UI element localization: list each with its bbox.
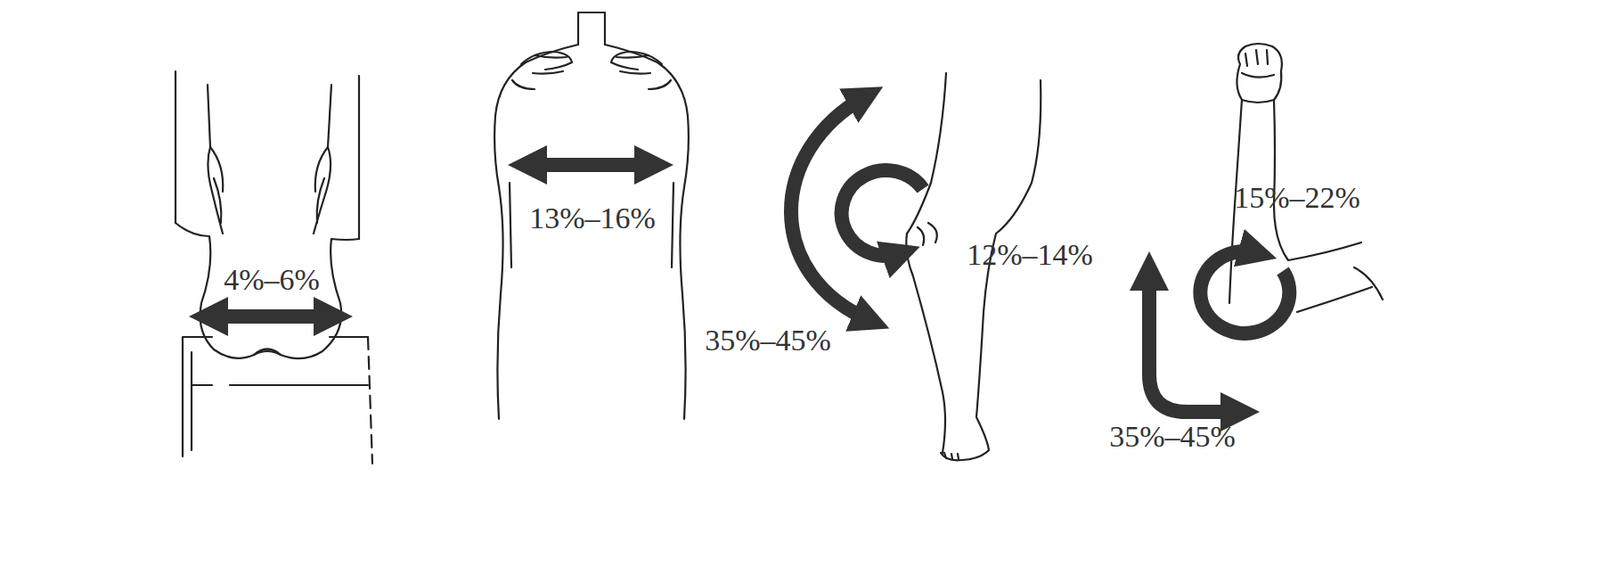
- hand-outline: [210, 146, 223, 223]
- leg-outline: [940, 80, 1041, 460]
- toe-outline: [944, 452, 959, 459]
- hand-outline: [611, 51, 671, 90]
- leg-outline: [906, 73, 947, 234]
- flexion-arrow: [791, 96, 872, 321]
- neck-outline: [578, 12, 605, 45]
- seat-outline: [182, 336, 368, 457]
- pelvis-outline: [175, 222, 360, 359]
- arm-outline: [207, 84, 223, 234]
- seat-outline: [367, 336, 373, 464]
- percentage-label: 35%–45%: [1109, 421, 1236, 452]
- percentage-label: 15%–22%: [1233, 182, 1361, 213]
- upper-arm-outline: [1297, 267, 1383, 312]
- width-arrow: [527, 157, 654, 172]
- leg-outline: [906, 233, 946, 453]
- fist-outline: [1236, 43, 1282, 103]
- rotation-arrow: [1200, 251, 1290, 334]
- flexion-arrow: [1149, 270, 1241, 412]
- percentage-label: 4%–6%: [223, 264, 320, 295]
- arm-figure: [1149, 43, 1383, 412]
- body-outline: [358, 75, 360, 239]
- finger-outline: [1241, 49, 1274, 78]
- percentage-label: 13%–16%: [529, 203, 656, 234]
- torso-figure: [494, 12, 689, 419]
- rotation-arrow: [841, 170, 923, 256]
- width-arrow: [208, 309, 334, 324]
- arm-outline: [313, 84, 332, 234]
- percentage-label: 12%–14%: [966, 239, 1094, 270]
- body-outline: [174, 71, 177, 223]
- pelvis-outline: [253, 349, 281, 356]
- arm-outline: [509, 182, 674, 268]
- hand-outline: [512, 51, 572, 90]
- hand-outline: [315, 146, 328, 223]
- forearm-outline: [1273, 99, 1362, 261]
- percentage-label: 35%–45%: [704, 325, 832, 356]
- knee-crease: [917, 222, 938, 245]
- seated-pelvis-figure: [175, 71, 373, 464]
